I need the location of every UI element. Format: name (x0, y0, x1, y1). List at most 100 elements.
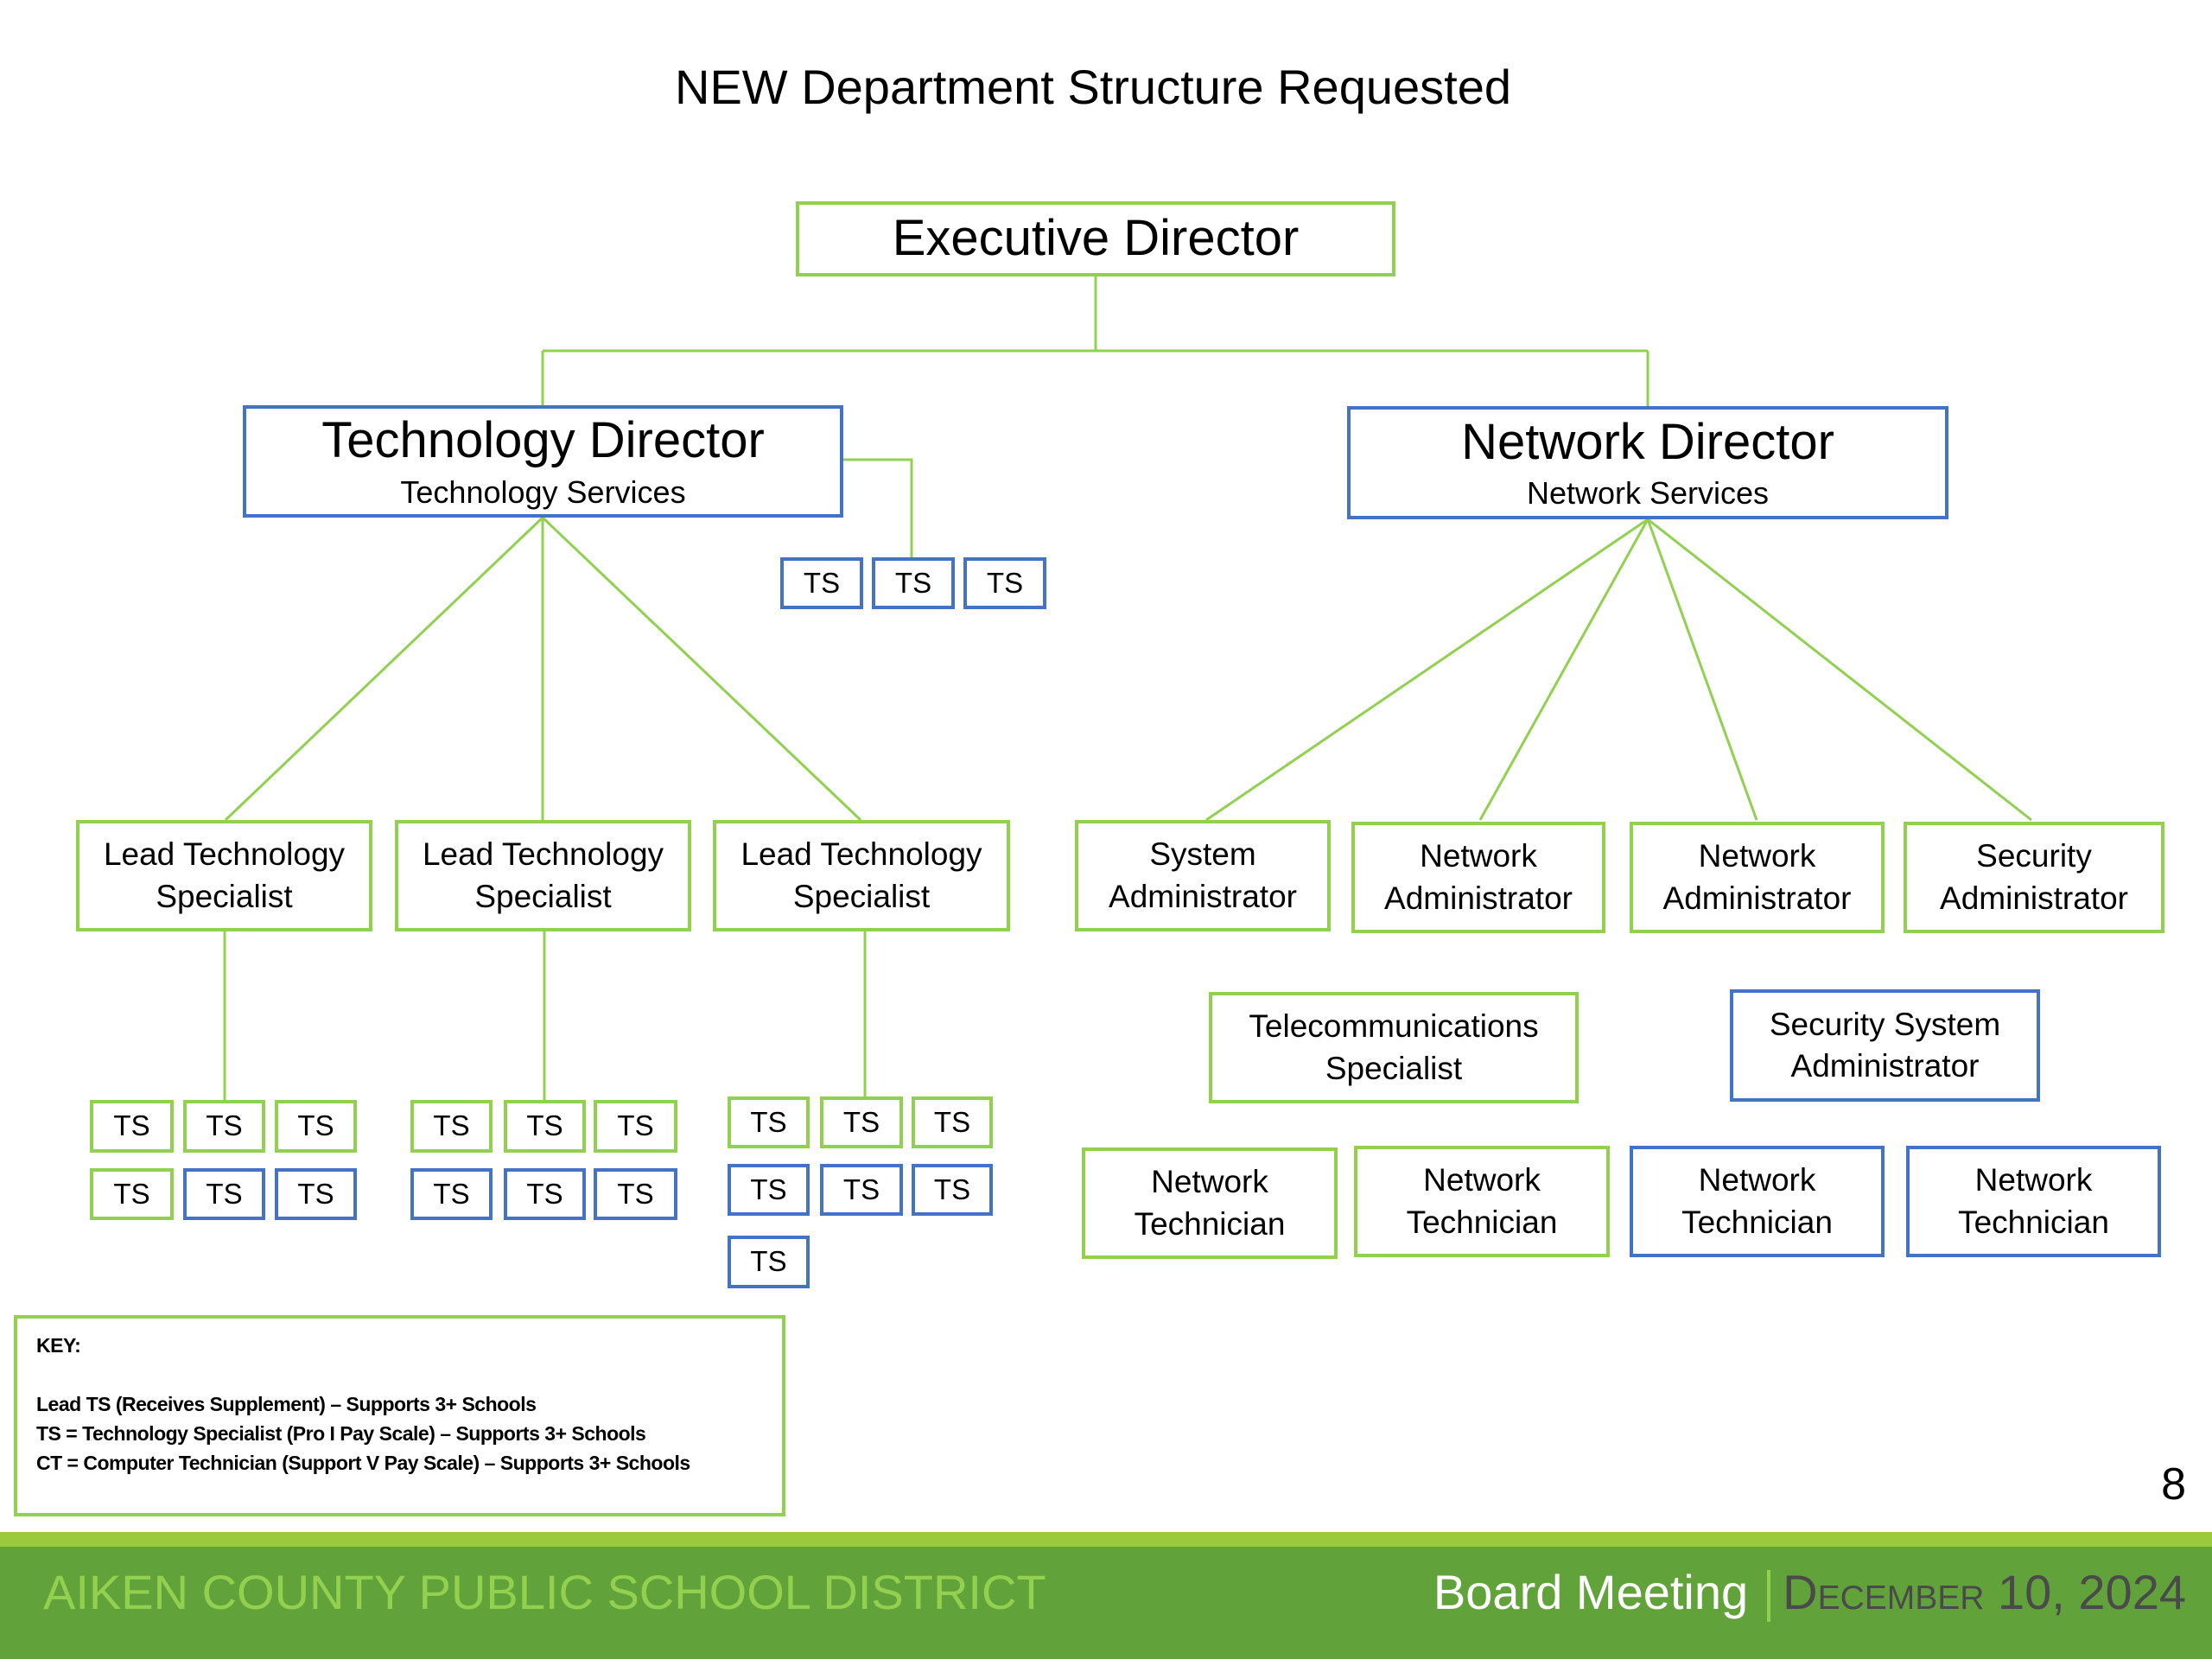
role-line2: Administrator (1940, 880, 2128, 916)
ts-box: TS (728, 1096, 810, 1148)
executive-director-title: Executive Director (892, 210, 1300, 267)
ts-label: TS (933, 1105, 971, 1138)
ts-label: TS (206, 1109, 243, 1142)
ts-box: TS (90, 1100, 174, 1153)
lead-title-line1: Lead Technology (103, 836, 346, 873)
footer-bar: AIKEN COUNTY PUBLIC SCHOOL DISTRICT Boar… (0, 1547, 2212, 1659)
technology-director-title: Technology Director (321, 412, 765, 469)
meeting-info: Board Meeting December 10, 2024 (1433, 1564, 2186, 1623)
role-line1: Security System (1769, 1006, 2001, 1042)
ts-label: TS (433, 1109, 470, 1142)
role-line2: Administrator (1109, 878, 1297, 914)
telecommunications-specialist-box: Telecommunications Specialist (1209, 992, 1579, 1103)
ts-label: TS (842, 1173, 880, 1205)
role-line1: Network (1698, 1162, 1816, 1198)
lead-title-line1: Lead Technology (741, 836, 982, 873)
ts-box: TS (820, 1164, 903, 1216)
network-director-subtitle: Network Services (1526, 475, 1770, 512)
legend-key: KEY: Lead TS (Receives Supplement) – Sup… (14, 1315, 785, 1516)
ts-label: TS (894, 566, 932, 599)
lead-title-line2: Specialist (156, 878, 293, 914)
network-director-title: Network Director (1461, 413, 1834, 470)
role-line2: Technician (1958, 1204, 2109, 1240)
role-line1: Network (1974, 1162, 2093, 1198)
ts-box: TS (504, 1100, 586, 1153)
key-line: TS = Technology Specialist (Pro I Pay Sc… (36, 1422, 646, 1445)
role-line2: Administrator (1790, 1048, 1980, 1084)
ts-box: TS (90, 1168, 174, 1220)
network-technician-box: Network Technician (1906, 1146, 2161, 1257)
network-technician-box: Network Technician (1354, 1146, 1610, 1257)
role-line2: Technician (1406, 1204, 1558, 1240)
ts-box: TS (963, 557, 1046, 609)
connector-lead-3 (541, 516, 862, 822)
network-technician-box: Network Technician (1630, 1146, 1885, 1257)
ts-label: TS (750, 1245, 787, 1278)
ts-box: TS (275, 1100, 357, 1153)
ts-box: TS (410, 1168, 493, 1220)
connector-lead-1 (224, 516, 544, 822)
role-line1: Telecommunications (1249, 1008, 1539, 1045)
ts-label: TS (803, 566, 841, 599)
role-line2: Specialist (1325, 1050, 1463, 1086)
key-line: CT = Computer Technician (Support V Pay … (36, 1452, 690, 1474)
role-line2: Technician (1134, 1205, 1286, 1242)
role-line1: Network (1698, 838, 1816, 874)
district-name: AIKEN COUNTY PUBLIC SCHOOL DISTRICT (43, 1565, 1046, 1619)
role-line2: Administrator (1384, 880, 1573, 916)
role-line1: System (1149, 836, 1256, 873)
network-administrator-box: Network Administrator (1630, 822, 1885, 933)
ts-label: TS (113, 1177, 150, 1210)
page-number: 8 (2161, 1459, 2186, 1510)
ts-label: TS (526, 1109, 563, 1142)
technology-director-subtitle: Technology Services (400, 474, 686, 510)
ts-label: TS (750, 1173, 787, 1205)
meeting-date: December 10, 2024 (1783, 1565, 2186, 1619)
connector-tech-direct-ts (843, 458, 913, 557)
key-line: Lead TS (Receives Supplement) – Supports… (36, 1393, 537, 1415)
footer-separator (1767, 1570, 1771, 1623)
ts-box: TS (780, 557, 863, 609)
ts-box: TS (594, 1100, 677, 1153)
role-line1: Network (1423, 1162, 1541, 1198)
network-technician-box: Network Technician (1082, 1147, 1338, 1259)
ts-label: TS (933, 1173, 971, 1205)
ts-label: TS (433, 1177, 470, 1210)
ts-box: TS (912, 1164, 993, 1216)
lead-title-line2: Specialist (792, 878, 931, 914)
role-line2: Administrator (1662, 880, 1852, 916)
key-heading: KEY: (36, 1334, 81, 1357)
ts-label: TS (617, 1109, 654, 1142)
ts-box: TS (728, 1236, 810, 1288)
lead-technology-specialist-box: Lead Technology Specialist (395, 820, 691, 931)
network-director-box: Network Director Network Services (1347, 406, 1948, 519)
ts-box: TS (912, 1096, 993, 1148)
ts-label: TS (297, 1109, 334, 1142)
network-administrator-box: Network Administrator (1351, 822, 1605, 933)
connector-net-2 (1478, 518, 1649, 821)
slide-title: NEW Department Structure Requested (675, 60, 1511, 114)
ts-box: TS (275, 1168, 357, 1220)
ts-box: TS (594, 1168, 677, 1220)
connector-net-1 (1205, 518, 1649, 822)
ts-label: TS (297, 1177, 334, 1210)
connector-net-3 (1646, 518, 1758, 821)
ts-label: TS (986, 566, 1024, 599)
security-system-administrator-box: Security System Administrator (1730, 989, 2040, 1102)
executive-director-box: Executive Director (796, 201, 1395, 276)
ts-box: TS (504, 1168, 586, 1220)
security-administrator-box: Security Administrator (1904, 822, 2164, 933)
ts-label: TS (526, 1177, 563, 1210)
ts-label: TS (113, 1109, 150, 1142)
lead-technology-specialist-box: Lead Technology Specialist (713, 820, 1010, 931)
lead-title-line1: Lead Technology (422, 836, 664, 873)
ts-label: TS (842, 1105, 880, 1138)
ts-label: TS (617, 1177, 654, 1210)
meeting-label: Board Meeting (1433, 1565, 1749, 1619)
role-line2: Technician (1681, 1204, 1833, 1240)
technology-director-box: Technology Director Technology Services (243, 405, 843, 518)
lead-technology-specialist-box: Lead Technology Specialist (76, 820, 372, 931)
role-line1: Network (1420, 838, 1537, 874)
connector-net-4 (1647, 518, 2032, 822)
